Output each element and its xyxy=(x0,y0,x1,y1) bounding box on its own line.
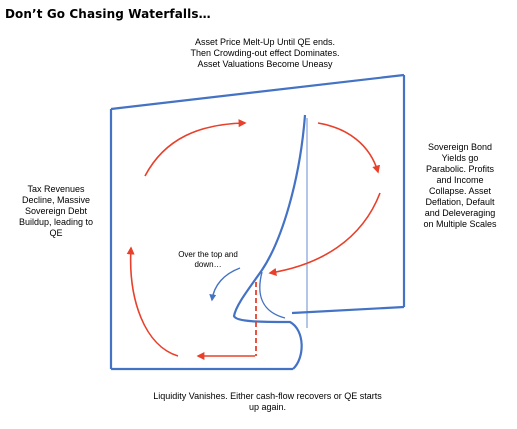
cycle-arrow-left xyxy=(126,246,179,357)
caption-bottom: Liquidity Vanishes. Either cash-flow rec… xyxy=(153,391,382,412)
diagram-title: Don’t Go Chasing Waterfalls… xyxy=(5,7,211,21)
caption-middle: Over the top and down… xyxy=(178,250,238,269)
caption-left: Tax Revenues Decline, Massive Sovereign … xyxy=(18,184,94,238)
waterfall-frame xyxy=(109,73,406,371)
frame-lower-right-edge xyxy=(291,305,405,315)
frame-top-edge xyxy=(110,73,405,111)
cycle-arrow-right-top xyxy=(317,122,381,174)
fall-arrow xyxy=(209,267,241,302)
caption-right: Sovereign Bond Yields go Parabolic. Prof… xyxy=(423,142,497,229)
cycle-arrows xyxy=(126,119,381,360)
cycle-arrow-right-bottom xyxy=(268,192,381,276)
waterfall-curve xyxy=(232,114,307,370)
cycle-arrow-top xyxy=(144,119,247,177)
waterfall-inner-curve xyxy=(259,271,286,319)
caption-top: Asset Price Melt-Up Until QE ends. Then … xyxy=(190,37,340,69)
